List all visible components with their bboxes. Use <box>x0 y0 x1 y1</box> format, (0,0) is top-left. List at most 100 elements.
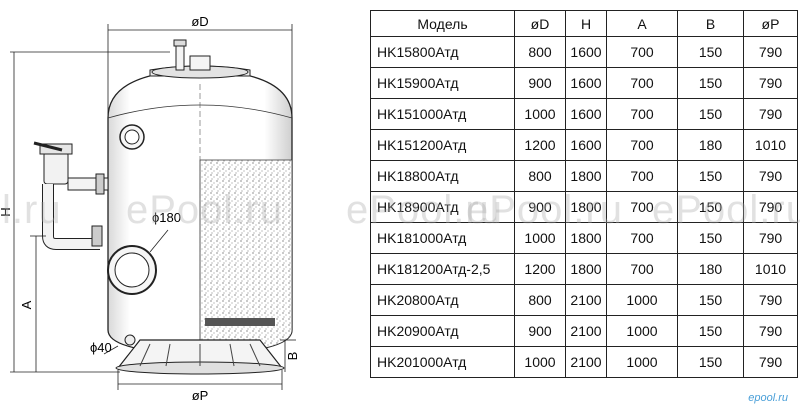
value-cell: 1200 <box>514 129 566 161</box>
value-cell: 700 <box>606 253 678 285</box>
value-cell: 1800 <box>565 253 607 285</box>
drain-port <box>103 334 136 355</box>
label-dim-a: A <box>19 300 34 309</box>
model-cell: HK18900Атд <box>370 191 515 223</box>
column-header: øD <box>514 10 566 37</box>
tank-body <box>107 69 293 355</box>
brand-logo-text: epool.ru <box>748 392 788 404</box>
value-cell: 1600 <box>565 67 607 99</box>
value-cell: 790 <box>743 67 798 99</box>
value-cell: 790 <box>743 222 798 254</box>
model-cell: HK181200Атд-2,5 <box>370 253 515 285</box>
manhole-port <box>107 229 169 295</box>
model-cell: HK151000Атд <box>370 98 515 130</box>
base-stand <box>115 339 285 375</box>
value-cell: 150 <box>677 160 744 192</box>
filter-technical-drawing: øD H A B øP ϕ180 ϕ40 <box>0 14 300 403</box>
value-cell: 700 <box>606 129 678 161</box>
label-port-180: ϕ180 <box>152 210 181 225</box>
value-cell: 1800 <box>565 191 607 223</box>
model-cell: HK20900Атд <box>370 315 515 347</box>
value-cell: 1000 <box>606 315 678 347</box>
value-cell: 1600 <box>565 129 607 161</box>
value-cell: 2100 <box>565 315 607 347</box>
value-cell: 2100 <box>565 284 607 316</box>
value-cell: 150 <box>677 315 744 347</box>
multiport-valve <box>33 141 109 250</box>
value-cell: 180 <box>677 253 744 285</box>
column-header: H <box>565 10 607 37</box>
value-cell: 1000 <box>606 346 678 378</box>
value-cell: 790 <box>743 191 798 223</box>
value-cell: 1010 <box>743 253 798 285</box>
column-header: A <box>606 10 678 37</box>
label-diameter-p: øP <box>192 388 209 403</box>
value-cell: 1200 <box>514 253 566 285</box>
column-header: B <box>677 10 744 37</box>
watermark: ePool.ru <box>652 188 800 232</box>
value-cell: 1600 <box>565 98 607 130</box>
value-cell: 180 <box>677 129 744 161</box>
value-cell: 150 <box>677 346 744 378</box>
value-cell: 700 <box>606 67 678 99</box>
value-cell: 790 <box>743 346 798 378</box>
model-cell: HK18800Атд <box>370 160 515 192</box>
value-cell: 900 <box>514 315 566 347</box>
watermark: ePool.ru <box>466 188 623 232</box>
value-cell: 1000 <box>514 346 566 378</box>
value-cell: 150 <box>677 98 744 130</box>
model-cell: HK201000Атд <box>370 346 515 378</box>
column-header: Модель <box>370 10 515 37</box>
model-cell: HK20800Атд <box>370 284 515 316</box>
value-cell: 1010 <box>743 129 798 161</box>
value-cell: 2100 <box>565 346 607 378</box>
model-cell: HK151200Атд <box>370 129 515 161</box>
sight-glass-top <box>119 124 145 150</box>
label-dim-b: B <box>285 352 300 361</box>
value-cell: 800 <box>514 284 566 316</box>
table-header-row: Модель øD H A B øP <box>370 10 798 37</box>
top-cover <box>149 39 251 79</box>
value-cell: 800 <box>514 160 566 192</box>
value-cell: 900 <box>514 67 566 99</box>
value-cell: 700 <box>606 222 678 254</box>
value-cell: 900 <box>514 191 566 223</box>
value-cell: 800 <box>514 36 566 68</box>
label-height-h: H <box>0 207 13 216</box>
watermark: ePool.ru <box>346 188 503 232</box>
value-cell: 1800 <box>565 160 607 192</box>
value-cell: 1600 <box>565 36 607 68</box>
value-cell: 700 <box>606 160 678 192</box>
dimension-lines <box>10 24 296 390</box>
value-cell: 700 <box>606 36 678 68</box>
watermark: l.ru <box>2 188 62 232</box>
value-cell: 790 <box>743 98 798 130</box>
value-cell: 150 <box>677 67 744 99</box>
value-cell: 790 <box>743 315 798 347</box>
value-cell: 1000 <box>514 222 566 254</box>
value-cell: 150 <box>677 284 744 316</box>
model-cell: HK15800Атд <box>370 36 515 68</box>
value-cell: 1000 <box>606 284 678 316</box>
value-cell: 700 <box>606 98 678 130</box>
label-diameter-d: øD <box>191 14 208 29</box>
watermark: ePool.ru <box>126 188 283 232</box>
value-cell: 150 <box>677 36 744 68</box>
value-cell: 1000 <box>514 98 566 130</box>
label-port-40: ϕ40 <box>90 340 112 355</box>
value-cell: 790 <box>743 160 798 192</box>
model-cell: HK15900Атд <box>370 67 515 99</box>
value-cell: 790 <box>743 284 798 316</box>
